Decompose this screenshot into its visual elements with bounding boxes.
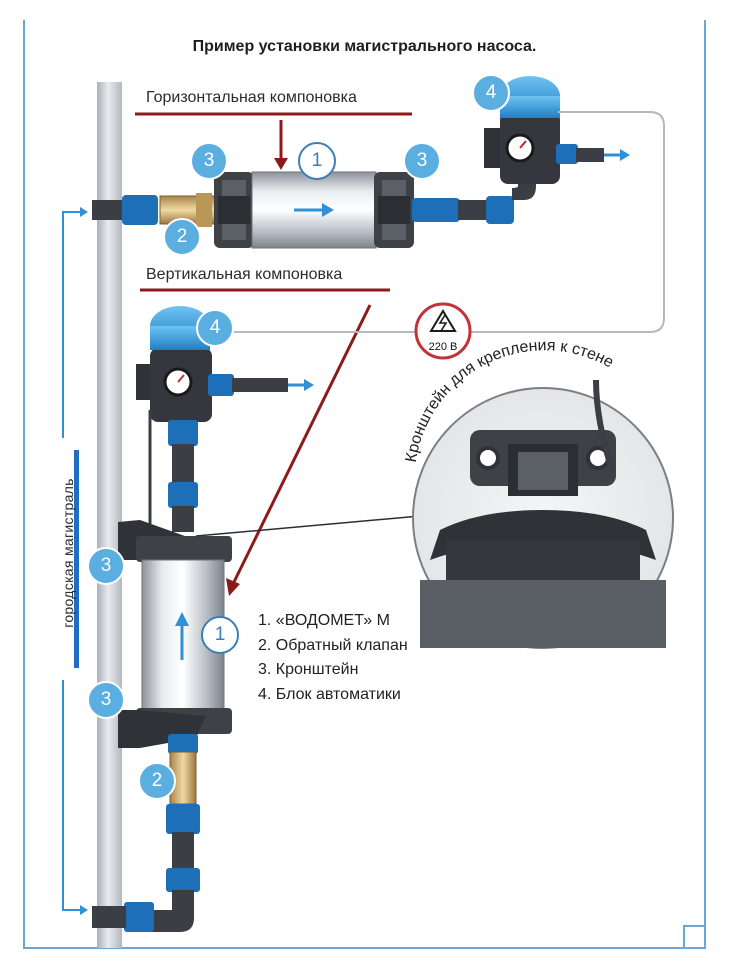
main-line-arrowhead-lower — [80, 905, 88, 915]
h-outlet-fitting — [412, 198, 460, 222]
h-elbow-fitting — [486, 196, 514, 224]
warning-triangle — [429, 309, 457, 332]
v-riser-top-fitting-2 — [168, 482, 198, 508]
h-inlet-fitting — [122, 195, 158, 225]
main-line-label: городская магистраль — [60, 478, 76, 628]
h-valve-nut — [196, 193, 212, 227]
h-bracket-left — [214, 172, 254, 248]
bracket-zoom-detail — [420, 379, 666, 648]
v-bracket-top-plate — [136, 536, 232, 562]
frame-corner — [683, 925, 706, 949]
main-line-pipe — [97, 82, 122, 948]
v-lower-pipe — [172, 832, 194, 872]
marker-h-control: 4 — [472, 74, 510, 112]
h-outlet-pipe — [458, 200, 492, 220]
v-inlet-fitting — [124, 902, 154, 932]
h-flow-arrowhead — [322, 203, 334, 217]
v-flow-arrowhead — [175, 612, 189, 626]
v-control-unit — [136, 306, 288, 422]
marker-v-bracket-bottom: 3 — [87, 681, 125, 719]
v-riser-top-fitting — [168, 420, 198, 446]
h-pointer-head — [274, 158, 288, 170]
v-lower-fitting-3 — [166, 868, 200, 892]
v-lower-fitting — [168, 734, 198, 754]
h-outflow-arrowhead — [620, 149, 630, 161]
v-lower-elbow — [150, 890, 194, 932]
main-line-label-bar — [74, 450, 79, 668]
legend-item-check-valve: 2. Обратный клапан — [258, 636, 408, 654]
v-pointer — [232, 304, 372, 583]
v-lower-fitting-2 — [166, 804, 200, 834]
main-line-arrow-lower — [62, 680, 80, 911]
vertical-layout-label: Вертикальная компоновка — [146, 266, 343, 283]
legend-item-bracket: 3. Кронштейн — [258, 661, 359, 678]
marker-h-valve: 2 — [163, 218, 201, 256]
v-pointer-head — [226, 578, 240, 596]
h-bracket-right — [374, 172, 414, 248]
power-cable — [234, 111, 665, 333]
marker-v-pump: 1 — [201, 616, 239, 654]
v-outflow-arrowhead — [304, 379, 314, 391]
v-riser-top-pipe — [172, 444, 194, 484]
marker-h-bracket-left: 3 — [190, 142, 228, 180]
marker-v-control: 4 — [196, 309, 234, 347]
v-inlet-pipe — [92, 906, 126, 928]
legend: 1. «ВОДОМЕТ» М 2. Обратный клапан 3. Кро… — [258, 609, 408, 707]
zoom-leader — [195, 515, 421, 537]
voltage-label: 220 В — [428, 341, 458, 353]
marker-h-bracket-right: 3 — [403, 142, 441, 180]
marker-v-bracket-top: 3 — [87, 547, 125, 585]
lightning-icon — [438, 314, 448, 332]
main-line-arrowhead-upper — [80, 207, 88, 217]
legend-item-control-unit: 4. Блок автоматики — [258, 685, 401, 703]
horizontal-layout-label: Горизонтальная компоновка — [146, 89, 357, 106]
main-line-arrow-upper — [62, 211, 80, 438]
h-control-unit — [484, 76, 604, 184]
legend-item-pump: 1. «ВОДОМЕТ» М — [258, 612, 390, 629]
marker-v-valve: 2 — [138, 762, 176, 800]
v-riser-top-pipe-2 — [172, 506, 194, 532]
frame-line — [23, 20, 706, 949]
page-title: Пример установки магистрального насоса. — [192, 38, 537, 55]
marker-h-pump: 1 — [298, 142, 336, 180]
